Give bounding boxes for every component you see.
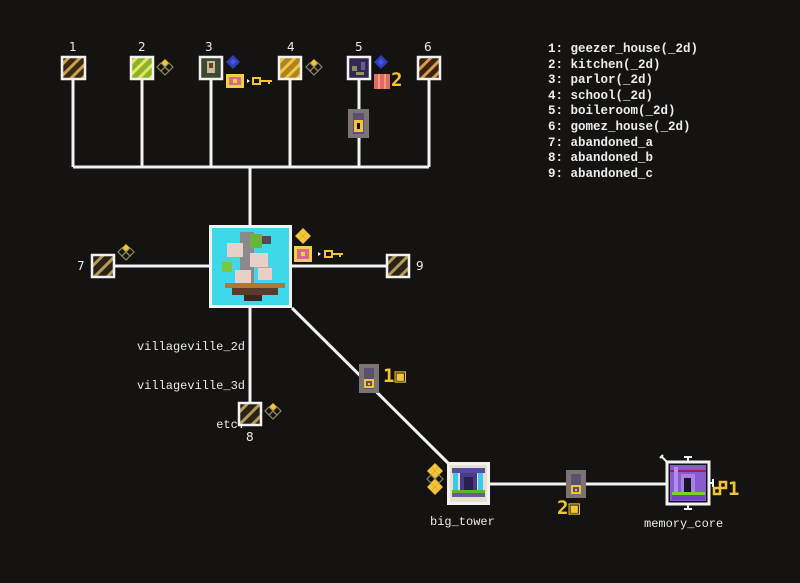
key-icon-hub bbox=[324, 250, 343, 258]
room-index-2: 2 bbox=[138, 40, 146, 54]
room-index-7: 7 bbox=[77, 259, 85, 273]
memory-core-counter: 1 bbox=[728, 478, 740, 500]
hub-label-line: villageville_3d bbox=[136, 379, 245, 393]
cube-cluster-icon-tower bbox=[426, 463, 444, 495]
room-index-1: 1 bbox=[69, 40, 77, 54]
legend-item: 9: abandoned_c bbox=[548, 166, 654, 181]
legend-item: 3: parlor(_2d) bbox=[548, 73, 654, 88]
chest-icon-3 bbox=[226, 74, 250, 88]
door-counter-tower-core: 2▣ bbox=[557, 497, 580, 519]
door-tower-core[interactable] bbox=[566, 470, 586, 498]
owl-glyph-icon bbox=[712, 480, 728, 496]
legend-item: 6: gomez_house(_2d) bbox=[548, 119, 691, 134]
door-lock-glyph-icon: ▣ bbox=[394, 365, 406, 387]
room-index-9: 9 bbox=[416, 259, 424, 273]
room-index-4: 4 bbox=[287, 40, 295, 54]
room-9[interactable] bbox=[385, 253, 411, 279]
hub-label-line: etc. bbox=[216, 418, 245, 432]
room-index-5: 5 bbox=[355, 40, 363, 54]
room-8[interactable] bbox=[237, 401, 263, 427]
room-2[interactable] bbox=[129, 55, 155, 81]
room-index-3: 3 bbox=[205, 40, 213, 54]
boileroom-counter: 2 bbox=[391, 69, 403, 91]
legend-item: 2: kitchen(_2d) bbox=[548, 57, 661, 72]
room-index-6: 6 bbox=[424, 40, 432, 54]
room-legend: 1: geezer_house(_2d) 2: kitchen(_2d) 3: … bbox=[548, 42, 698, 182]
treasure-map-icon-5 bbox=[374, 74, 390, 89]
key-icon-3 bbox=[252, 77, 272, 85]
cube-full-icon-hub bbox=[295, 228, 311, 244]
anti-cube-icon-5 bbox=[374, 55, 388, 69]
legend-item: 5: boileroom(_2d) bbox=[548, 104, 676, 119]
legend-item: 7: abandoned_a bbox=[548, 135, 654, 150]
anti-cube-icon-3 bbox=[226, 55, 240, 69]
chest-icon-hub bbox=[294, 246, 321, 262]
door-lock-glyph-icon: ▣ bbox=[568, 497, 580, 519]
cube-bits-icon-4 bbox=[305, 59, 323, 76]
legend-item: 4: school(_2d) bbox=[548, 88, 654, 103]
hub-label: villageville_2d villageville_3d etc. bbox=[119, 315, 245, 445]
door-counter-value: 1 bbox=[383, 365, 395, 387]
memory-core-label: memory_core bbox=[644, 517, 724, 531]
door-hub-tower[interactable] bbox=[359, 364, 379, 393]
room-3[interactable] bbox=[198, 55, 224, 81]
door-boileroom[interactable] bbox=[348, 109, 369, 138]
legend-item: 1: geezer_house(_2d) bbox=[548, 42, 699, 56]
cube-bits-icon-8 bbox=[264, 403, 282, 420]
big-tower-node[interactable] bbox=[447, 462, 490, 505]
room-7[interactable] bbox=[90, 253, 116, 279]
big-tower-label: big_tower bbox=[430, 515, 495, 529]
legend-item: 8: abandoned_b bbox=[548, 151, 654, 166]
room-4[interactable] bbox=[277, 55, 303, 81]
room-index-8: 8 bbox=[246, 430, 254, 444]
cube-bits-icon-2 bbox=[156, 59, 174, 76]
hub-label-line: villageville_2d bbox=[136, 340, 245, 354]
room-1[interactable] bbox=[60, 55, 87, 81]
room-5[interactable] bbox=[346, 55, 372, 81]
room-6[interactable] bbox=[416, 55, 442, 81]
door-counter-hub-tower: 1▣ bbox=[383, 365, 406, 387]
hub-villageville[interactable] bbox=[209, 225, 292, 308]
memory-core-node[interactable] bbox=[659, 454, 714, 510]
cube-bits-icon-7 bbox=[117, 244, 135, 261]
memory-core-brackets bbox=[659, 454, 714, 510]
door-counter-value: 2 bbox=[557, 497, 569, 519]
